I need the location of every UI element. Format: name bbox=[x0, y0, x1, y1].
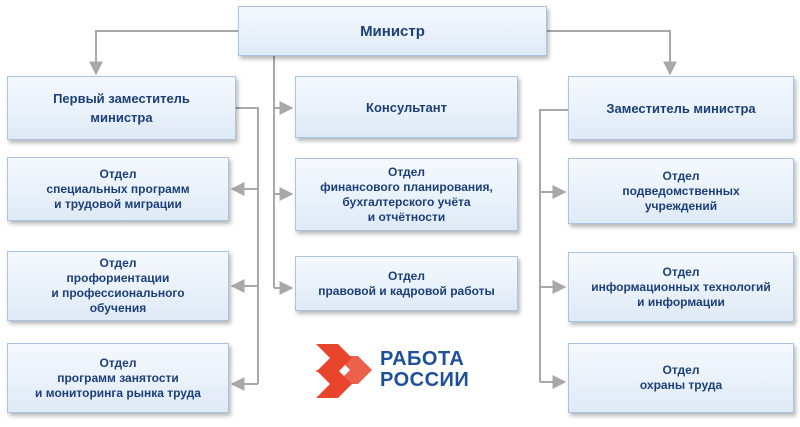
logo-text: РАБОТА РОССИИ bbox=[380, 348, 470, 391]
rabota-rossii-logo-icon bbox=[316, 344, 372, 398]
connector-left-vertical bbox=[236, 107, 259, 384]
deputy-box: Заместитель министра bbox=[568, 76, 794, 140]
first-deputy-label: Первый заместитель министра bbox=[53, 91, 190, 125]
first-deputy-box: Первый заместитель министра bbox=[7, 76, 236, 140]
deputy-label: Заместитель министра bbox=[606, 100, 756, 116]
left-dept-box-3: Отдел программ занятости и мониторинга р… bbox=[7, 343, 229, 413]
center-dept-label-1: Отдел финансового планирования, бухгалте… bbox=[320, 164, 493, 224]
connector-right-vertical bbox=[539, 109, 568, 382]
center-dept-label-2: Отдел правовой и кадровой работы bbox=[318, 268, 495, 298]
connector-minister-right bbox=[547, 30, 677, 76]
right-dept-label-1: Отдел подведомственных учреждений bbox=[622, 168, 740, 213]
minister-label: Министр bbox=[360, 22, 425, 40]
left-dept-label-3: Отдел программ занятости и мониторинга р… bbox=[35, 355, 201, 400]
minister-box: Министр bbox=[238, 6, 547, 56]
right-dept-box-3: Отдел охраны труда bbox=[568, 343, 794, 413]
consultant-label: Консультант bbox=[366, 99, 447, 115]
left-dept-label-2: Отдел профориентации и профессионального… bbox=[51, 256, 185, 315]
center-dept-box-2: Отдел правовой и кадровой работы bbox=[295, 256, 518, 311]
left-dept-label-1: Отдел специальных программ и трудовой ми… bbox=[46, 166, 190, 211]
right-dept-box-1: Отдел подведомственных учреждений bbox=[568, 158, 794, 224]
left-dept-box-1: Отдел специальных программ и трудовой ми… bbox=[7, 157, 229, 221]
right-dept-label-3: Отдел охраны труда bbox=[639, 363, 723, 392]
connector-minister-left bbox=[89, 30, 238, 76]
consultant-box: Консультант bbox=[295, 76, 518, 138]
center-dept-box-1: Отдел финансового планирования, бухгалте… bbox=[295, 158, 518, 231]
left-dept-box-2: Отдел профориентации и профессионального… bbox=[7, 251, 229, 321]
right-dept-box-2: Отдел информационных технологий и информ… bbox=[568, 252, 794, 322]
right-dept-label-2: Отдел информационных технологий и информ… bbox=[591, 264, 771, 309]
